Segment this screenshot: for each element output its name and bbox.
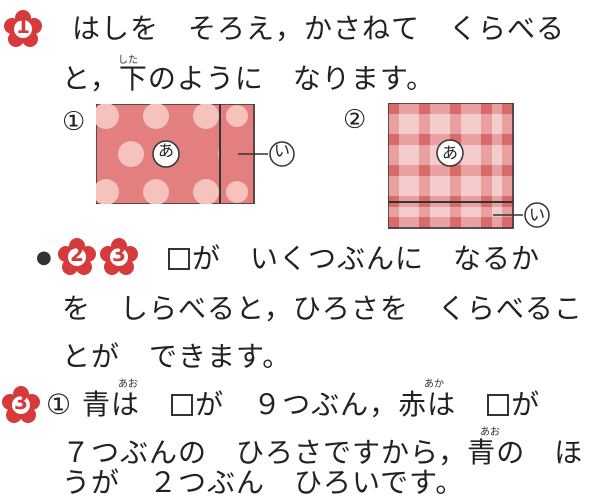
problem-number-3: 3 (112, 242, 126, 266)
problem-number-3b-badge: 3 (2, 386, 40, 424)
square-icon (171, 394, 194, 416)
problem3-text3: は (427, 388, 457, 421)
problem3-line2-part2: の ほ (496, 436, 584, 469)
square-icon (487, 394, 510, 416)
square-icon (168, 248, 190, 270)
flower-icon (4, 10, 42, 47)
problem23-line2: を しらべると，ひろさを くらべるこ (62, 292, 583, 325)
ruby-ao-2: あお (480, 427, 500, 438)
problem23-line3: とが できます。 (62, 340, 292, 373)
figure1-dotted-fabric (96, 104, 295, 204)
problem3-text4: が (511, 388, 541, 421)
problem3-line2-part1: ７つぶんの ひろさですから， (62, 436, 468, 469)
figure2-checked-fabric (388, 103, 550, 229)
problem3-kanji-aka: 赤 (398, 388, 428, 421)
flower-icon (2, 386, 40, 423)
problem-number-2: 2 (70, 242, 84, 266)
problem1-line2-part1: と， (62, 62, 119, 95)
problem3-line1: ① 青は が ９つぶん，赤は が (46, 388, 540, 422)
problem3-line3: うが ２つぶん ひろいです。 (62, 466, 465, 499)
problem23-line1-text: が いくつぶんに なるか (192, 242, 541, 275)
flower-icon (100, 238, 138, 275)
problem-number-1-badge: 1 (4, 10, 42, 48)
problem-number-3-badge: 3 (100, 238, 138, 276)
problem23-line1: が いくつぶんに なるか (166, 242, 540, 276)
problem3-kanji-ao: 青 (82, 388, 112, 421)
problem3-line2: ７つぶんの ひろさですから，青の ほ (62, 436, 583, 470)
figure2-label-i: い (528, 205, 545, 224)
bullet-icon: ● (36, 247, 52, 268)
figure1-label: ① (62, 107, 86, 137)
figure1-label-i: い (273, 141, 290, 160)
problem1-line2: と，下のように なります。 (62, 62, 435, 96)
problem1-line1: はしを そろえ，かさねて くらべる (72, 12, 566, 45)
problem-number-2-badge: 2 (58, 238, 96, 276)
problem1-kanji-shita: 下 (118, 62, 148, 95)
problem1-line2-part2: のように なります。 (147, 62, 436, 95)
problem3-sub-label: ① (46, 388, 73, 421)
flower-icon (58, 238, 96, 275)
ruby-ao-1: あお (118, 379, 138, 390)
figure1-label-a: あ (157, 141, 174, 160)
problem3-text2: が ９つぶん， (195, 388, 399, 421)
problem3-text1: は (111, 388, 141, 421)
problem-number-3b: 3 (14, 390, 28, 414)
problem3-line2-kanji: 青 (467, 436, 497, 469)
problem-number-1: 1 (16, 14, 30, 38)
figure2-label-a: あ (441, 143, 458, 162)
ruby-aka: あか (424, 379, 444, 390)
figure2-label: ② (343, 105, 367, 135)
ruby-shita: した (118, 55, 138, 66)
